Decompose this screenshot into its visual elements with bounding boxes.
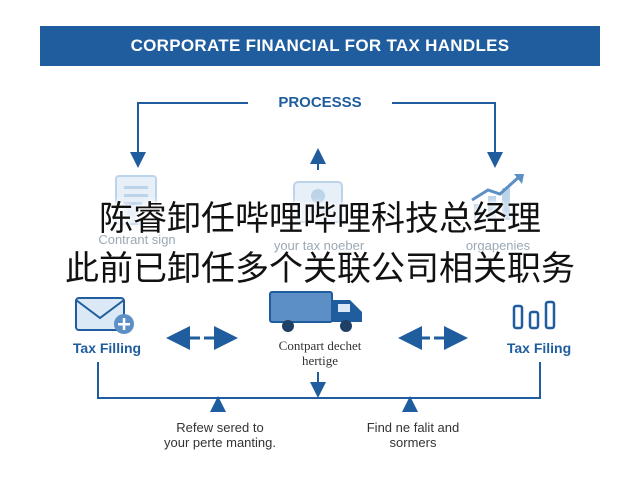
overlay-caption-line-2: 此前已卸任多个关联公司相关职务: [65, 249, 575, 289]
top-node-center-label: your tax noeber: [273, 238, 365, 253]
tax-filling-label: Tax Filling: [72, 340, 142, 356]
center-node-line-2: hertige: [301, 353, 339, 368]
document-icon: [115, 175, 157, 225]
bottom-bracket: [97, 362, 541, 399]
top-node-left-label: Contrant sign: [98, 232, 176, 247]
bottom-node-left: Refew sered to your perte manting.: [140, 420, 300, 450]
center-node-line-1: Contpart dechet: [278, 338, 362, 353]
bar-chart-icon: [512, 300, 556, 330]
bottom-left-line-1: Refew sered to: [176, 420, 264, 435]
process-label: PROCESSS: [248, 92, 392, 114]
growth-chart-icon: [471, 174, 524, 220]
user-id-icon: [293, 181, 343, 223]
top-node-right-label: orgapenies: [465, 238, 531, 253]
tax-filing-label: Tax Filing: [506, 340, 572, 356]
bottom-node-right: Find ne falit and sormers: [338, 420, 488, 450]
center-node-label: Contpart dechet hertige: [238, 338, 402, 368]
envelope-icon: [75, 297, 134, 334]
process-bracket-left: [130, 102, 248, 168]
diagram-title: CORPORATE FINANCIAL FOR TAX HANDLES: [40, 26, 600, 66]
bottom-right-line-1: Find ne falit and: [366, 420, 460, 435]
process-bracket-right: [392, 102, 503, 168]
bottom-left-line-2: your perte manting.: [163, 435, 276, 450]
overlay-caption-line-1: 陈睿卸任哔哩哔哩科技总经理: [99, 199, 541, 239]
bottom-right-line-2: sormers: [389, 435, 437, 450]
delivery-truck-icon: [269, 291, 362, 332]
